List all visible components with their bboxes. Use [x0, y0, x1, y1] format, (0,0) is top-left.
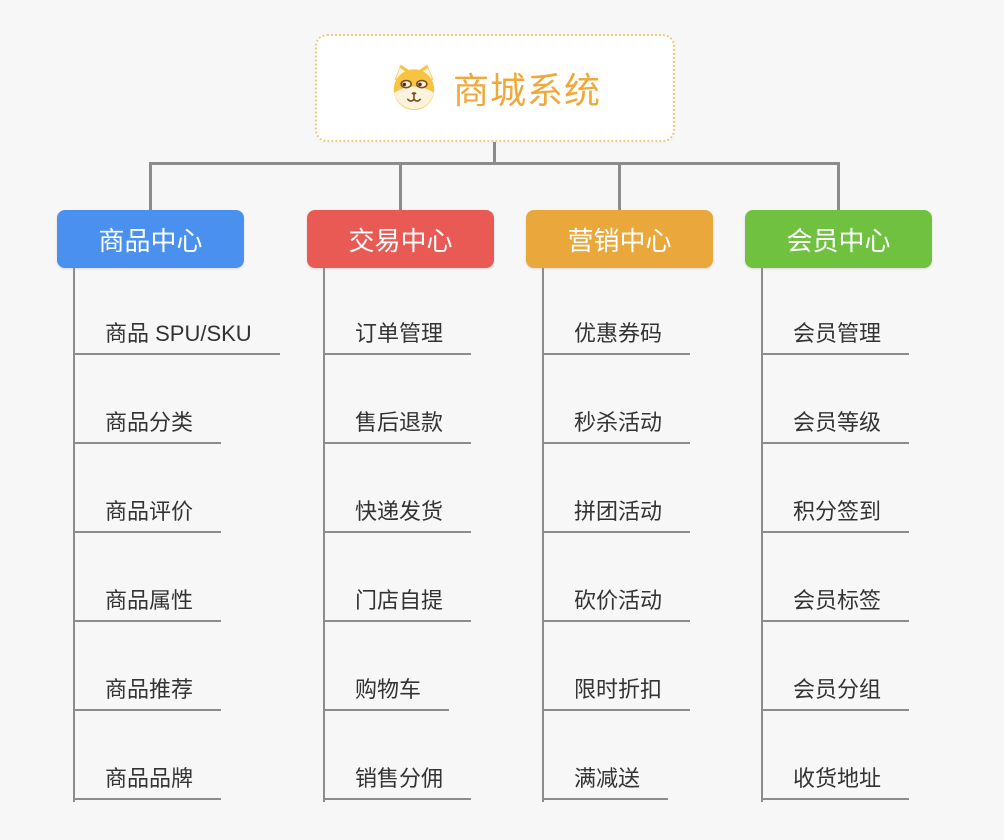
child-topic[interactable]: 拼团活动 [542, 444, 691, 533]
branch-label: 商品中心 [98, 225, 203, 256]
child-topic[interactable]: 会员标签 [761, 533, 910, 622]
connector-children-members [761, 268, 763, 802]
child-topic[interactable]: 秒杀活动 [542, 355, 691, 444]
branch-label: 交易中心 [348, 225, 453, 256]
child-topic[interactable]: 购物车 [323, 622, 450, 711]
child-topic[interactable]: 销售分佣 [323, 711, 472, 800]
child-topic[interactable]: 满减送 [542, 711, 669, 800]
connector-horizontal-bar [150, 162, 840, 165]
children-column-members: 会员管理 会员等级 积分签到 会员标签 会员分组 收货地址 [761, 266, 910, 800]
branch-label: 会员中心 [786, 225, 891, 256]
child-topic[interactable]: 订单管理 [323, 266, 472, 355]
child-topic[interactable]: 限时折扣 [542, 622, 691, 711]
connector-drop-trade [399, 162, 402, 210]
connector-root-stem [493, 141, 496, 165]
child-topic[interactable]: 快递发货 [323, 444, 472, 533]
child-topic[interactable]: 商品推荐 [73, 622, 222, 711]
children-column-products: 商品 SPU/SKU 商品分类 商品评价 商品属性 商品推荐 商品品牌 [73, 266, 280, 800]
child-topic[interactable]: 收货地址 [761, 711, 910, 800]
branch-label: 营销中心 [567, 225, 672, 256]
branch-node-marketing[interactable]: 营销中心 [526, 210, 713, 268]
connector-drop-marketing [618, 162, 621, 210]
child-topic[interactable]: 商品分类 [73, 355, 222, 444]
root-title: 商城系统 [452, 70, 601, 111]
children-column-marketing: 优惠券码 秒杀活动 拼团活动 砍价活动 限时折扣 满减送 [542, 266, 691, 800]
branch-node-trade[interactable]: 交易中心 [307, 210, 494, 268]
child-topic[interactable]: 商品属性 [73, 533, 222, 622]
connector-children-marketing [542, 268, 544, 802]
child-topic[interactable]: 砍价活动 [542, 533, 691, 622]
child-topic[interactable]: 积分签到 [761, 444, 910, 533]
child-topic[interactable]: 商品评价 [73, 444, 222, 533]
connector-drop-members [837, 162, 840, 210]
connector-drop-products [149, 162, 152, 210]
child-topic[interactable]: 会员分组 [761, 622, 910, 711]
root-node[interactable]: 商城系统 [315, 34, 675, 142]
child-topic[interactable]: 商品 SPU/SKU [73, 266, 280, 355]
child-topic[interactable]: 商品品牌 [73, 711, 222, 800]
child-topic[interactable]: 门店自提 [323, 533, 472, 622]
connector-children-products [73, 268, 75, 802]
child-topic[interactable]: 会员等级 [761, 355, 910, 444]
dog-face-icon [389, 63, 439, 113]
connector-children-trade [323, 268, 325, 802]
children-column-trade: 订单管理 售后退款 快递发货 门店自提 购物车 销售分佣 [323, 266, 472, 800]
branch-node-products[interactable]: 商品中心 [57, 210, 244, 268]
child-topic[interactable]: 会员管理 [761, 266, 910, 355]
branch-node-members[interactable]: 会员中心 [745, 210, 932, 268]
child-topic[interactable]: 优惠券码 [542, 266, 691, 355]
child-topic[interactable]: 售后退款 [323, 355, 472, 444]
